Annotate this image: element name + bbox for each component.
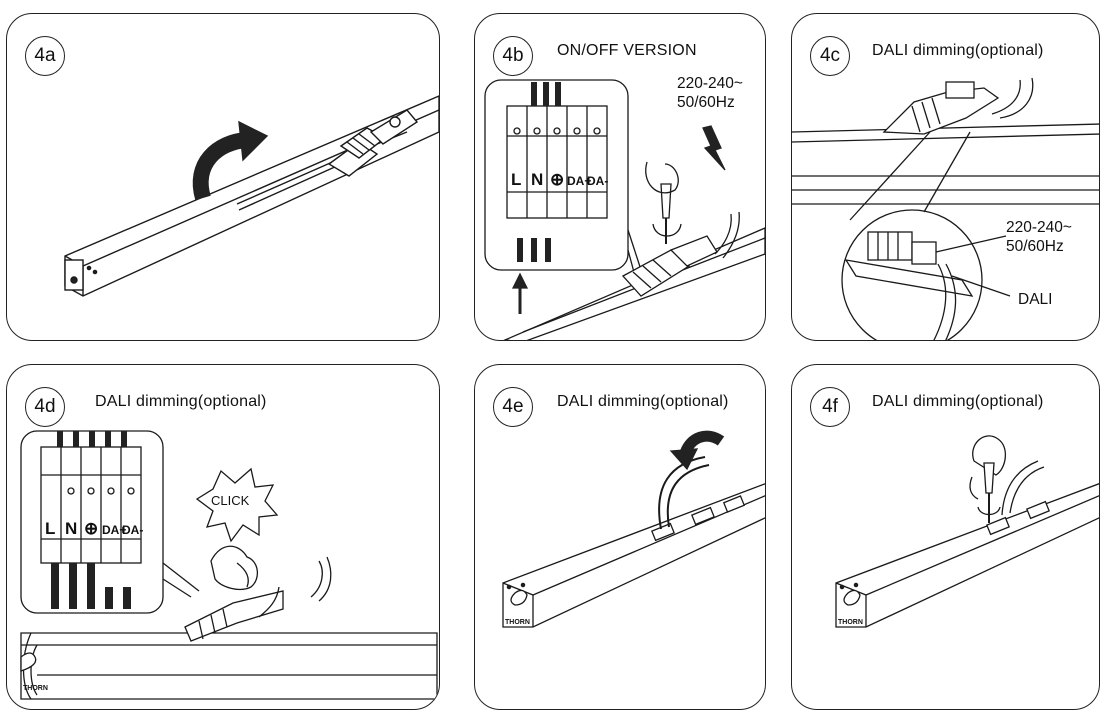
brand-label: THORN	[838, 619, 863, 626]
frequency-value: 50/60Hz	[1006, 238, 1064, 255]
terminal-label: N	[531, 170, 544, 189]
screw-fixing-illustration	[835, 435, 1099, 628]
step-badge: 4c	[810, 36, 850, 76]
step-badge: 4e	[493, 387, 533, 427]
panel-4c: 4c DALI dimming(optional) 220-240~ 50/60…	[791, 13, 1100, 341]
voltage-label: 220-240~ 50/60Hz	[1006, 218, 1072, 256]
terminal-label: DA+	[102, 523, 127, 537]
click-connector-illustration	[20, 430, 438, 700]
panel-4d: 4d DALI dimming(optional) CLICK L N ⊕ DA…	[6, 364, 440, 710]
step-badge: 4d	[25, 387, 65, 427]
brand-label: THORN	[23, 685, 48, 692]
voltage-label: 220-240~ 50/60Hz	[677, 74, 743, 112]
panel-4a: 4a	[6, 13, 440, 341]
luminaire-illustration	[64, 95, 439, 297]
terminal-label: ⊕	[550, 170, 565, 189]
step-badge: 4b	[493, 36, 533, 76]
panel-4f: 4f DALI dimming(optional) THORN	[791, 364, 1100, 710]
terminal-label: DA-	[122, 523, 144, 537]
panel-4b: 4b ON/OFF VERSION 220-240~ 50/60Hz L N ⊕…	[474, 13, 766, 341]
panel-title: DALI dimming(optional)	[95, 393, 267, 410]
step-badge: 4a	[25, 36, 65, 76]
terminal-label: DA+	[567, 174, 592, 188]
dali-connection-illustration	[792, 77, 1099, 340]
dali-label: DALI	[1018, 291, 1053, 308]
terminal-label: DA-	[587, 174, 609, 188]
panel-title: DALI dimming(optional)	[557, 393, 729, 410]
panel-title: DALI dimming(optional)	[872, 393, 1044, 410]
click-label: CLICK	[211, 493, 250, 508]
terminal-label: L	[511, 170, 522, 189]
terminal-label: ⊕	[84, 519, 99, 538]
panel-title: DALI dimming(optional)	[872, 42, 1044, 59]
voltage-value: 220-240~	[677, 75, 743, 92]
brand-label: THORN	[505, 619, 530, 626]
step-badge: 4f	[810, 387, 850, 427]
panel-title: ON/OFF VERSION	[557, 42, 697, 59]
wiring-illustration	[484, 79, 765, 340]
terminal-label: N	[65, 519, 78, 538]
cable-insertion-illustration	[502, 430, 765, 628]
panel-4e: 4e DALI dimming(optional) THORN	[474, 364, 766, 710]
terminal-label: L	[45, 519, 56, 538]
voltage-value: 220-240~	[1006, 219, 1072, 236]
frequency-value: 50/60Hz	[677, 94, 735, 111]
